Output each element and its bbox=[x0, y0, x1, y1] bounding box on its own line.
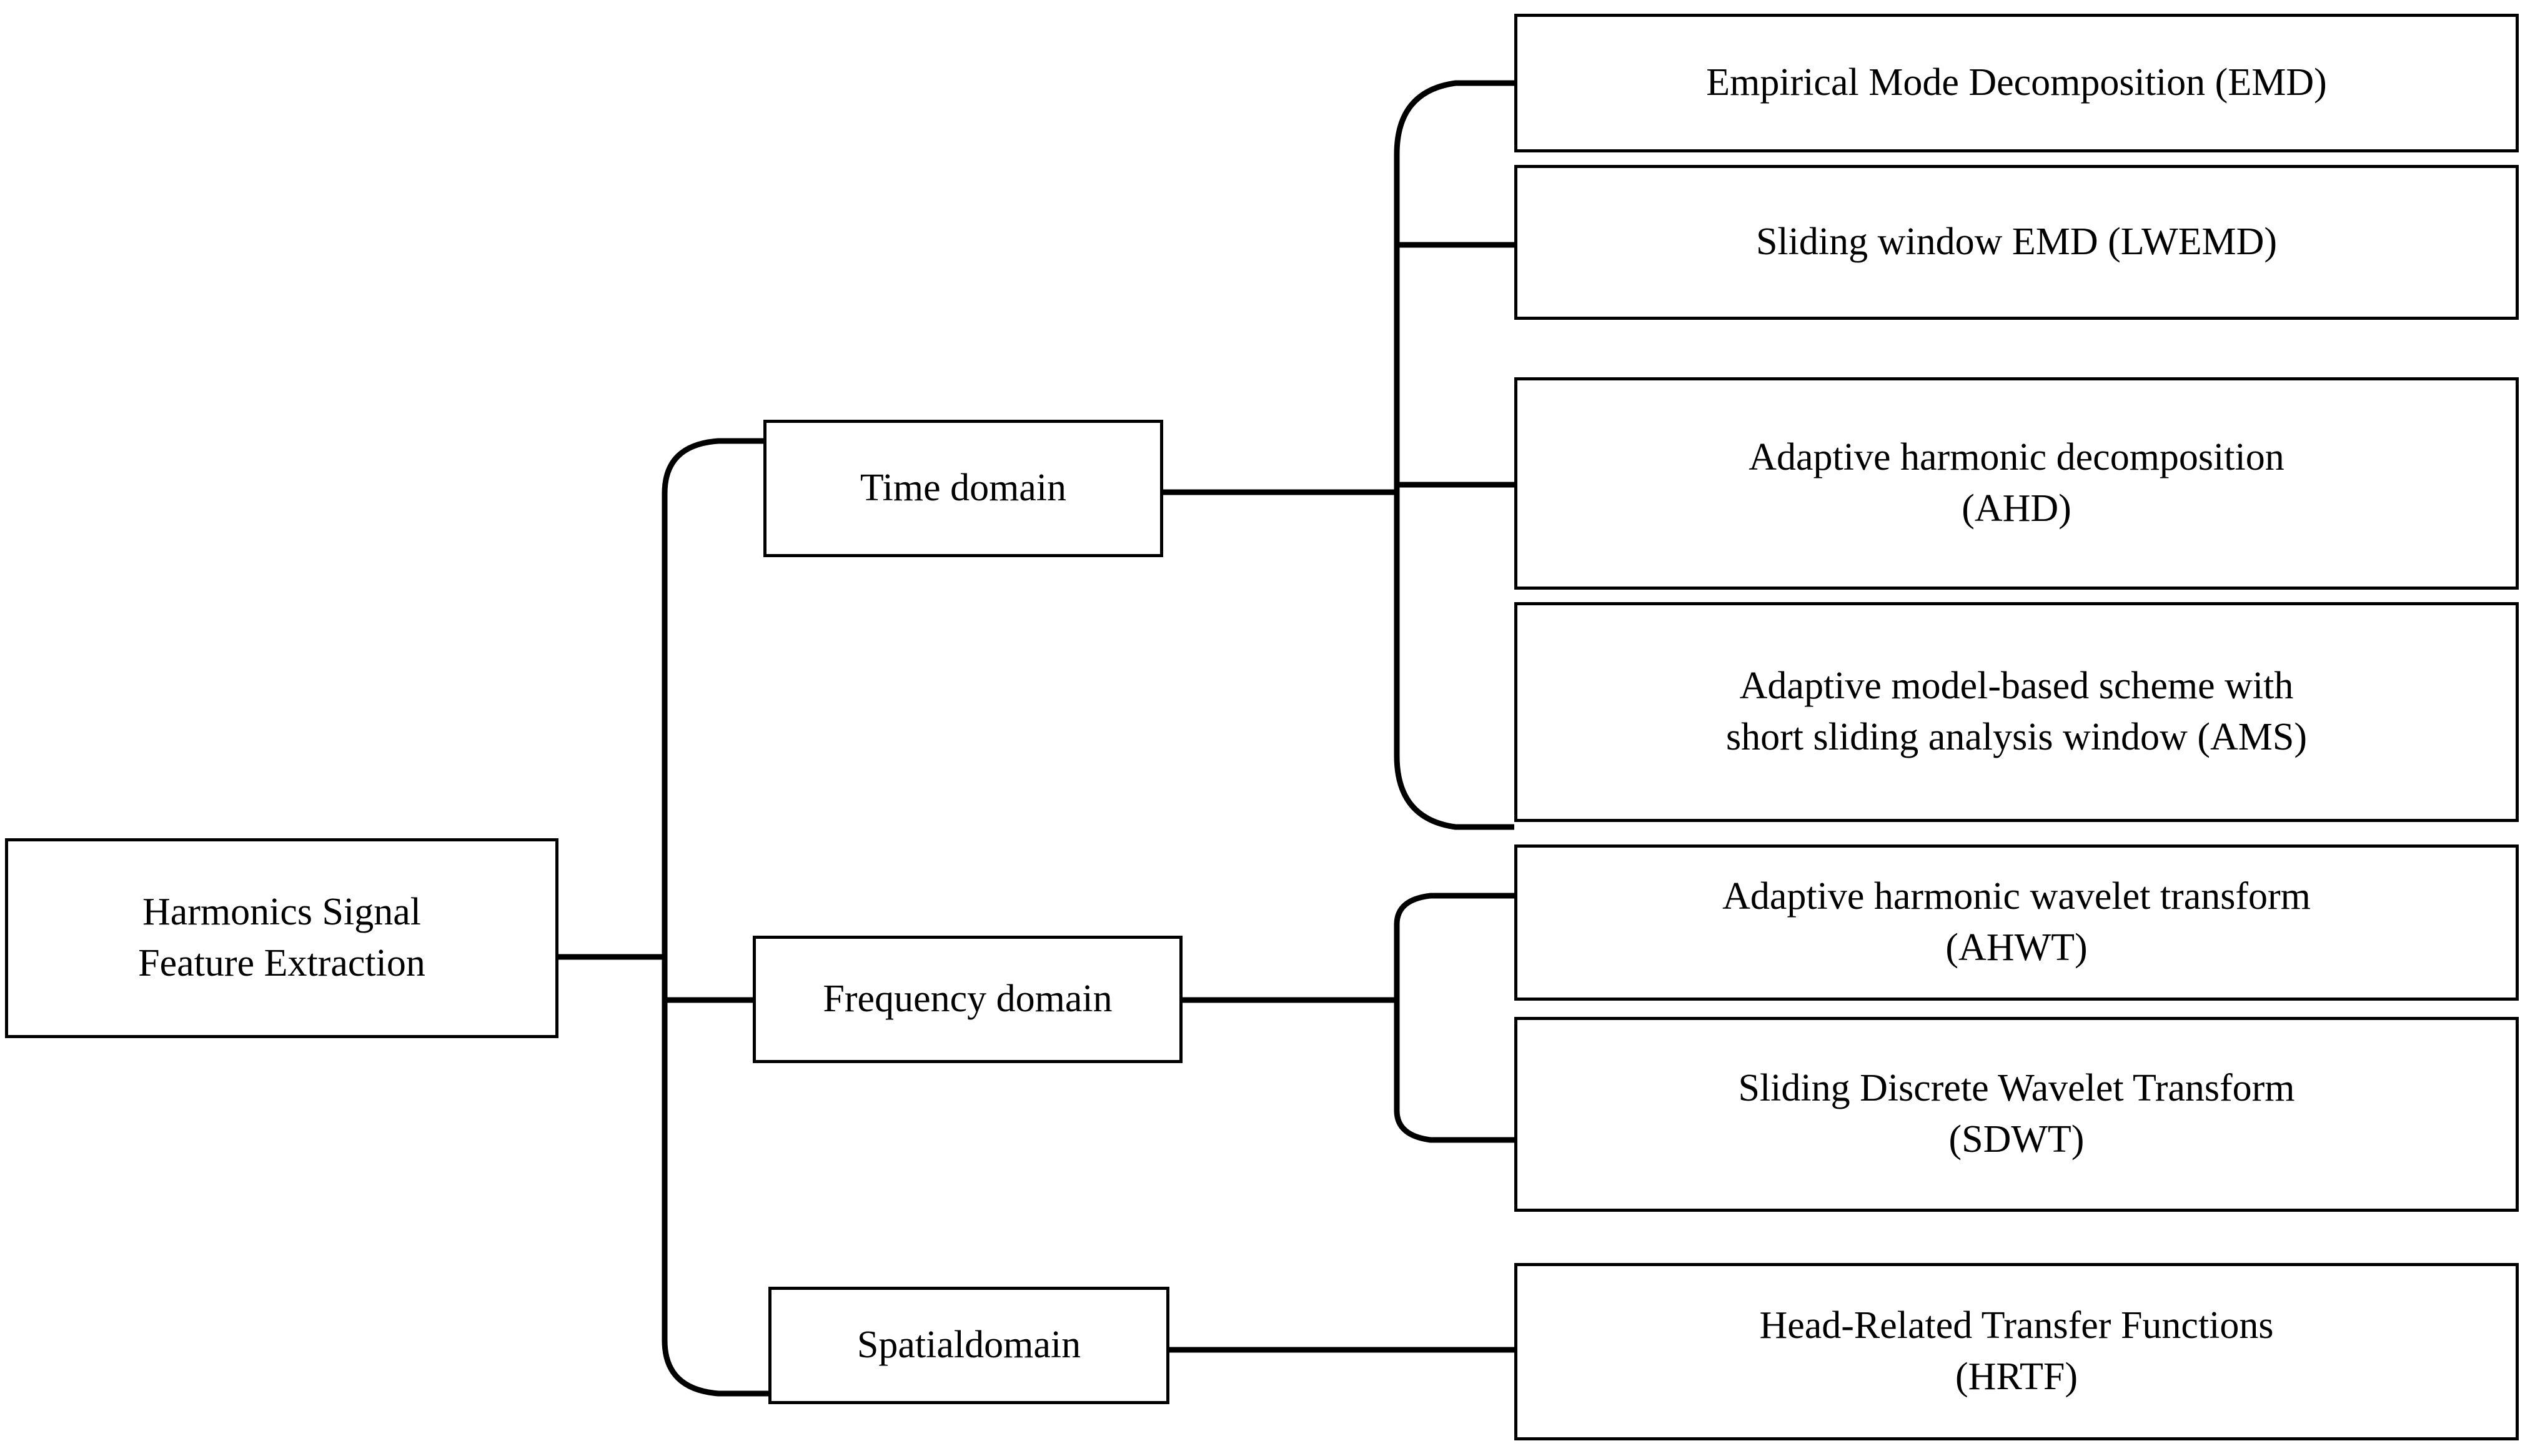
node-lwemd-label: Sliding window EMD (LWEMD) bbox=[1755, 220, 2278, 264]
node-frequency-domain-label: Frequency domain bbox=[823, 978, 1113, 1021]
node-time-domain[interactable]: Time domain bbox=[763, 420, 1163, 557]
connector-root-to-spatial-domain bbox=[662, 1340, 770, 1397]
node-ahd-label: Adaptive harmonic decomposition (AHD) bbox=[1749, 436, 2284, 530]
node-sdwt-label: Sliding Discrete Wavelet Transform (SDWT… bbox=[1738, 1067, 2295, 1161]
node-lwemd[interactable]: Sliding window EMD (LWEMD) bbox=[1514, 165, 2519, 320]
node-root-label: Harmonics Signal Feature Extraction bbox=[138, 891, 425, 984]
node-emd[interactable]: Empirical Mode Decomposition (EMD) bbox=[1514, 14, 2519, 152]
node-hrtf[interactable]: Head-Related Transfer Functions (HRTF) bbox=[1514, 1263, 2519, 1440]
node-ahwt[interactable]: Adaptive harmonic wavelet transform (AHW… bbox=[1514, 844, 2519, 1001]
node-ams[interactable]: Adaptive model-based scheme with short s… bbox=[1514, 602, 2519, 822]
node-ahd[interactable]: Adaptive harmonic decomposition (AHD) bbox=[1514, 377, 2519, 590]
node-ahwt-label: Adaptive harmonic wavelet transform (AHW… bbox=[1722, 875, 2311, 969]
node-hrtf-label: Head-Related Transfer Functions (HRTF) bbox=[1759, 1304, 2274, 1398]
node-ams-label: Adaptive model-based scheme with short s… bbox=[1726, 665, 2307, 758]
node-time-domain-label: Time domain bbox=[860, 467, 1067, 510]
node-frequency-domain[interactable]: Frequency domain bbox=[753, 936, 1183, 1063]
connector-time-domain-to-emd bbox=[1394, 80, 1514, 155]
node-spatial-domain[interactable]: Spatialdomain bbox=[768, 1287, 1169, 1404]
connector-time-domain-to-ams bbox=[1394, 755, 1514, 830]
node-emd-label: Empirical Mode Decomposition (EMD) bbox=[1706, 61, 2327, 104]
connector-root-to-time-domain bbox=[662, 438, 766, 494]
connector-frequency-domain-to-sdwt bbox=[1394, 1110, 1514, 1143]
node-root[interactable]: Harmonics Signal Feature Extraction bbox=[5, 838, 558, 1038]
node-sdwt[interactable]: Sliding Discrete Wavelet Transform (SDWT… bbox=[1514, 1017, 2519, 1212]
connector-frequency-domain-to-ahwt bbox=[1394, 893, 1514, 925]
node-spatial-domain-label: Spatialdomain bbox=[856, 1324, 1081, 1367]
